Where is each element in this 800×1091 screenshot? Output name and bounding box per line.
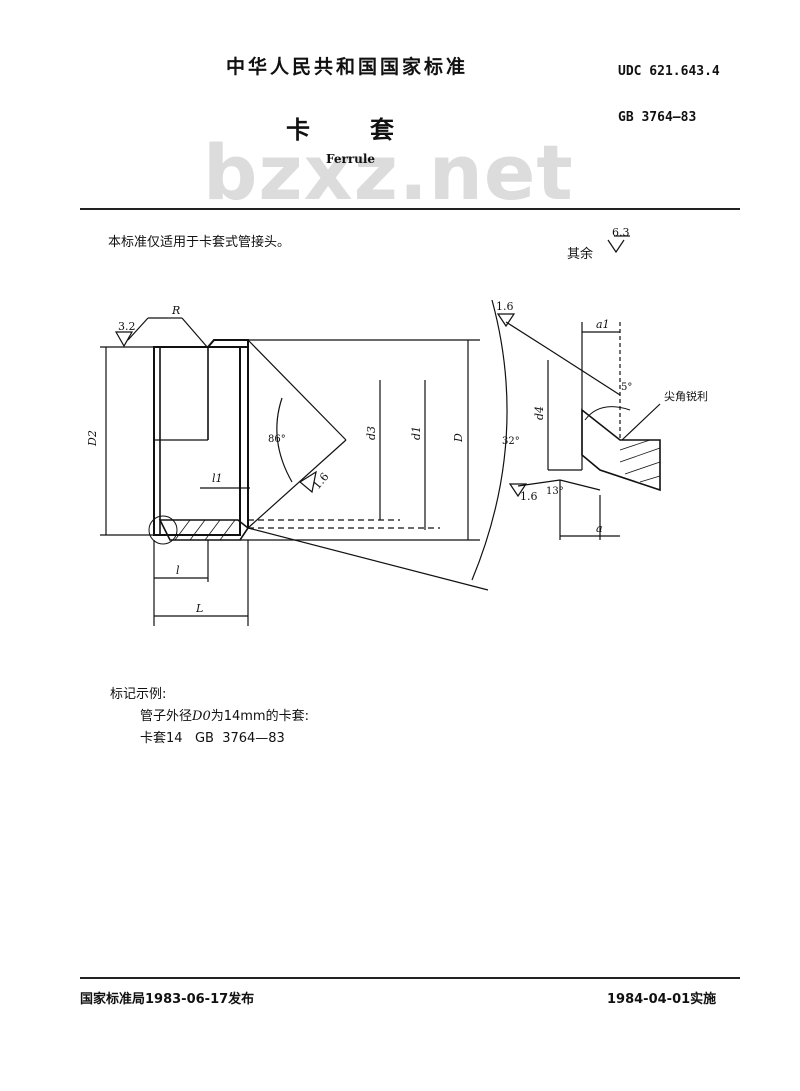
label-d2: D2: [86, 430, 99, 447]
roughness-rest-label: 其余: [567, 247, 594, 262]
cone-angle-arc: [276, 397, 293, 483]
ferrule-body-outline: [153, 346, 241, 536]
roughness-detail-top-value: 1.6: [496, 300, 514, 313]
roughness-left-value: 3.2: [118, 320, 136, 333]
marking-symbol: D0: [192, 709, 211, 724]
label-angle-32: 32°: [502, 436, 520, 447]
label-l: l: [176, 564, 180, 577]
marking-heading: 标记示例:: [110, 687, 167, 702]
label-angle-5: 5°: [621, 382, 632, 393]
label-a1: a1: [596, 318, 610, 331]
label-a: a: [596, 522, 603, 535]
marking-line: 管子外径D0为14mm的卡套:: [110, 706, 309, 728]
label-big-l: L: [195, 602, 203, 615]
label-l1: l1: [212, 472, 223, 485]
issuing-organization: 中华人民共和国国家标准: [226, 56, 469, 78]
standard-number: GB 3764—83: [618, 110, 697, 125]
header-rule: [80, 208, 740, 210]
ferrule-section-hatch: [158, 519, 250, 541]
label-d1: d1: [410, 426, 423, 440]
document-title: 卡套: [286, 116, 454, 144]
label-d4: d4: [533, 406, 546, 420]
marking-prefix: 管子外径: [140, 709, 193, 724]
issue-date: 国家标准局1983-06-17发布: [80, 992, 255, 1007]
marking-designation: 卡套14 GB 3764—83: [140, 731, 285, 746]
detail-section: [581, 408, 661, 492]
footer-rule: [80, 977, 740, 979]
effective-date: 1984-04-01实施: [607, 992, 717, 1007]
angle-32-arc: [471, 299, 508, 581]
label-sharp-edge: 尖角锐利: [664, 389, 708, 403]
scope-statement: 本标准仅适用于卡套式管接头。: [108, 235, 291, 250]
label-r: R: [171, 304, 180, 317]
label-angle-13: 13°: [546, 486, 564, 497]
english-title: Ferrule: [326, 152, 376, 166]
watermark-text: bzxz.net: [203, 128, 574, 217]
roughness-detail-bottom-value: 1.6: [520, 490, 538, 503]
label-d3: d3: [365, 426, 378, 440]
udc-code: UDC 621.643.4: [618, 64, 720, 79]
marking-example: 标记示例: 管子外径D0为14mm的卡套: 卡套14 GB 3764—83: [110, 684, 309, 750]
roughness-left-symbol: [114, 331, 134, 348]
roughness-rest-value: 6.3: [612, 226, 630, 239]
label-angle-86: 86°: [268, 434, 286, 445]
marking-suffix: 为14mm的卡套:: [210, 709, 309, 724]
roughness-rest-symbol: [607, 239, 625, 254]
label-d: D: [452, 433, 465, 443]
